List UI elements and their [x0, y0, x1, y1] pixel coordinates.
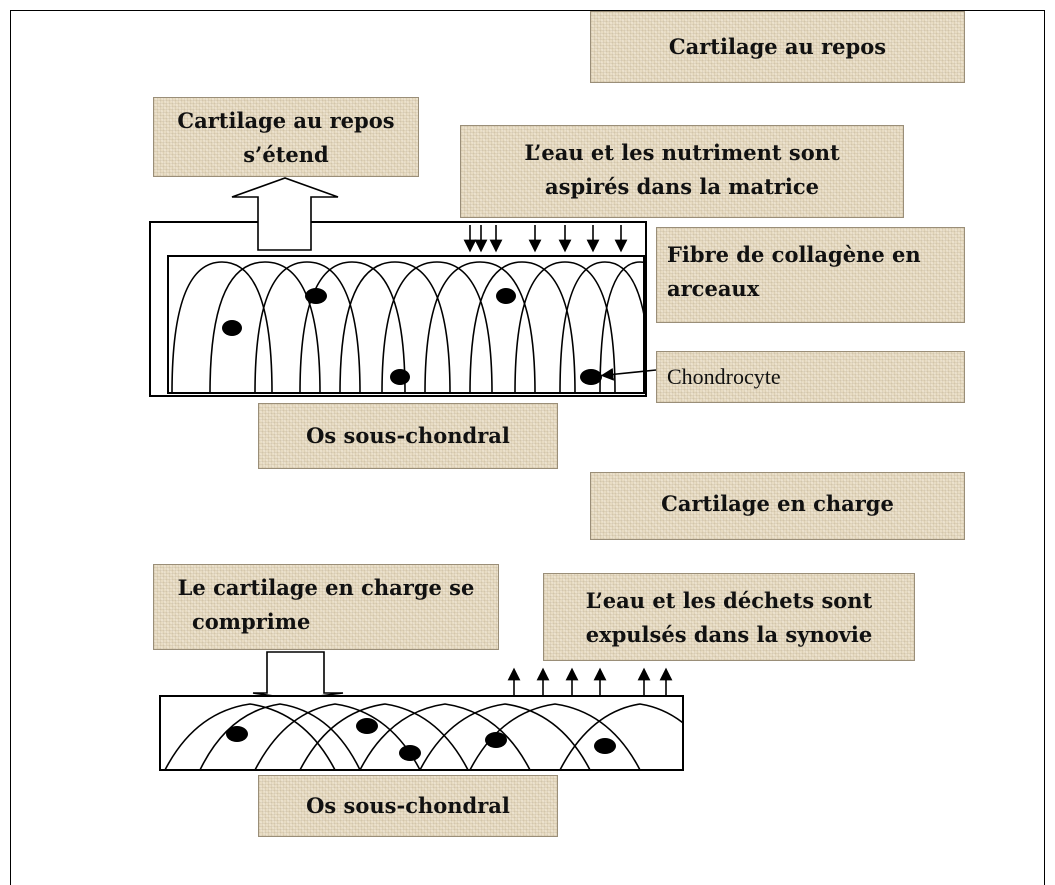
label-text: Chondrocyte: [667, 364, 781, 389]
label-text: Os sous-chondral: [306, 793, 510, 818]
label-line-2: arceaux: [667, 276, 760, 301]
label-text: Cartilage en charge: [661, 491, 894, 516]
compress-arrow: [252, 651, 344, 700]
label-bone-rest: Os sous-chondral: [258, 403, 558, 469]
label-line-1: Fibre de collagène en: [667, 242, 921, 267]
label-line-2: expulsés dans la synovie: [585, 622, 873, 647]
label-cartilage-load-title: Cartilage en charge: [590, 472, 965, 540]
label-text: Cartilage au repos: [668, 34, 887, 59]
label-line-1: L’eau et les déchets sont: [585, 588, 873, 613]
collagen-arches-load: [164, 703, 682, 769]
label-rest-expands: Cartilage au repos s’étend: [153, 97, 419, 177]
chondrocyte-pointer: [600, 367, 657, 381]
collagen-arches-rest: [171, 261, 644, 393]
label-bone-load: Os sous-chondral: [258, 775, 558, 837]
chondrocytes-rest: [222, 288, 602, 385]
expand-arrow: [231, 177, 339, 251]
water-out-arrows: [507, 667, 673, 695]
chondrocytes-load: [226, 718, 616, 761]
label-line-2: aspirés dans la matrice: [545, 174, 819, 199]
label-chondrocyte: Chondrocyte: [656, 351, 965, 403]
label-line-2: comprime: [192, 609, 311, 634]
label-water-out: L’eau et les déchets sont expulsés dans …: [543, 573, 915, 661]
label-cartilage-rest-title: Cartilage au repos: [590, 11, 965, 83]
label-collagen-fibre: Fibre de collagène en arceaux: [656, 227, 965, 323]
label-load-compresses: Le cartilage en charge se comprime: [153, 564, 499, 650]
label-line-1: Cartilage au repos: [177, 108, 395, 133]
label-text: Os sous-chondral: [306, 423, 510, 448]
label-line-1: L’eau et les nutriment sont: [524, 140, 840, 165]
figure-frame: [10, 10, 1045, 885]
water-in-arrows: [463, 225, 628, 253]
label-water-in: L’eau et les nutriment sont aspirés dans…: [460, 125, 904, 218]
label-line-2: s’étend: [243, 142, 329, 167]
label-line-1: Le cartilage en charge se: [177, 575, 475, 600]
